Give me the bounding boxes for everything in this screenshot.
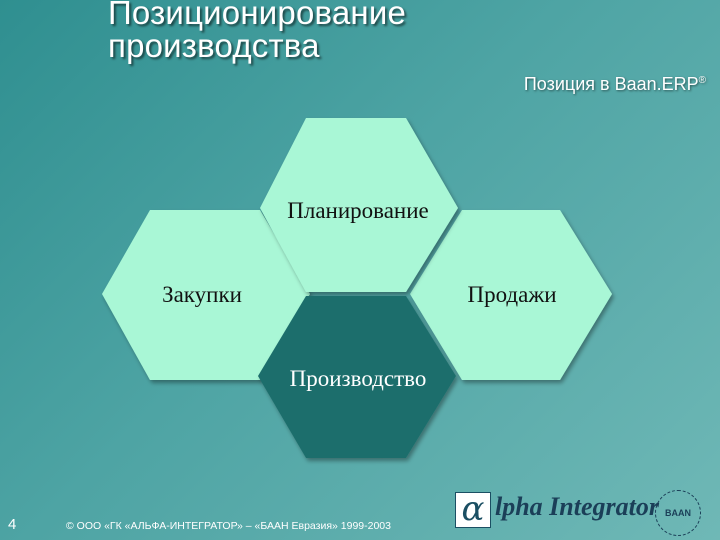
title-line-2: производства (108, 27, 320, 64)
hex-production (258, 296, 456, 458)
page-title: Позиционирование производства (108, 0, 406, 62)
label-purchasing: Закупки (162, 282, 242, 307)
alpha-icon: α (455, 492, 491, 528)
copyright-text: © ООО «ГК «АЛЬФА-ИНТЕГРАТОР» – «БААН Евр… (66, 520, 391, 532)
alpha-integrator-logo: α lpha Integrator BAAN (455, 490, 715, 536)
hex-planning (260, 118, 458, 292)
subtitle-text: Позиция в Baan.ERP (523, 74, 699, 94)
baan-seal-icon: BAAN (655, 490, 701, 536)
hex-sales (410, 210, 612, 380)
registered-mark: ® (698, 75, 706, 86)
logo-text: lpha Integrator (495, 492, 659, 521)
hex-purchasing (102, 210, 310, 380)
label-planning: Планирование (287, 198, 429, 223)
label-sales: Продажи (467, 282, 556, 307)
slide-number: 4 (8, 516, 17, 533)
subtitle: Позиция в Baan.ERP® (524, 74, 706, 95)
label-production: Производство (290, 366, 427, 391)
title-line-1: Позиционирование (108, 0, 407, 31)
